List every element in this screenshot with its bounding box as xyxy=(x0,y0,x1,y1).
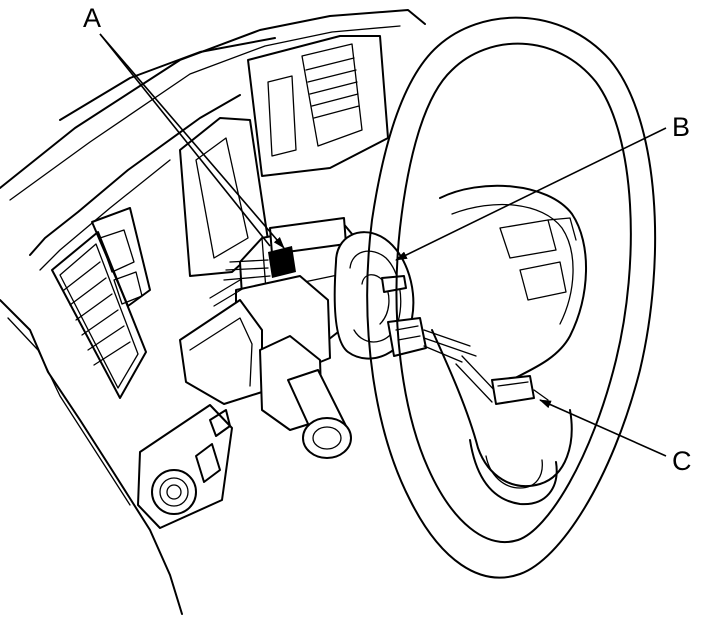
steering-column xyxy=(179,217,363,459)
callout-b: B xyxy=(672,112,690,142)
left-vent xyxy=(51,207,151,399)
leader-c xyxy=(539,399,667,457)
steering-wheel xyxy=(366,16,657,579)
callout-c: C xyxy=(672,446,692,476)
cable-reel xyxy=(333,231,477,363)
leader-a-secondary xyxy=(99,33,271,247)
callout-a: A xyxy=(83,3,101,33)
leader-b xyxy=(395,127,667,261)
leader-a xyxy=(99,33,285,249)
lower-knobs xyxy=(137,404,233,529)
dashboard-outline xyxy=(0,9,426,615)
